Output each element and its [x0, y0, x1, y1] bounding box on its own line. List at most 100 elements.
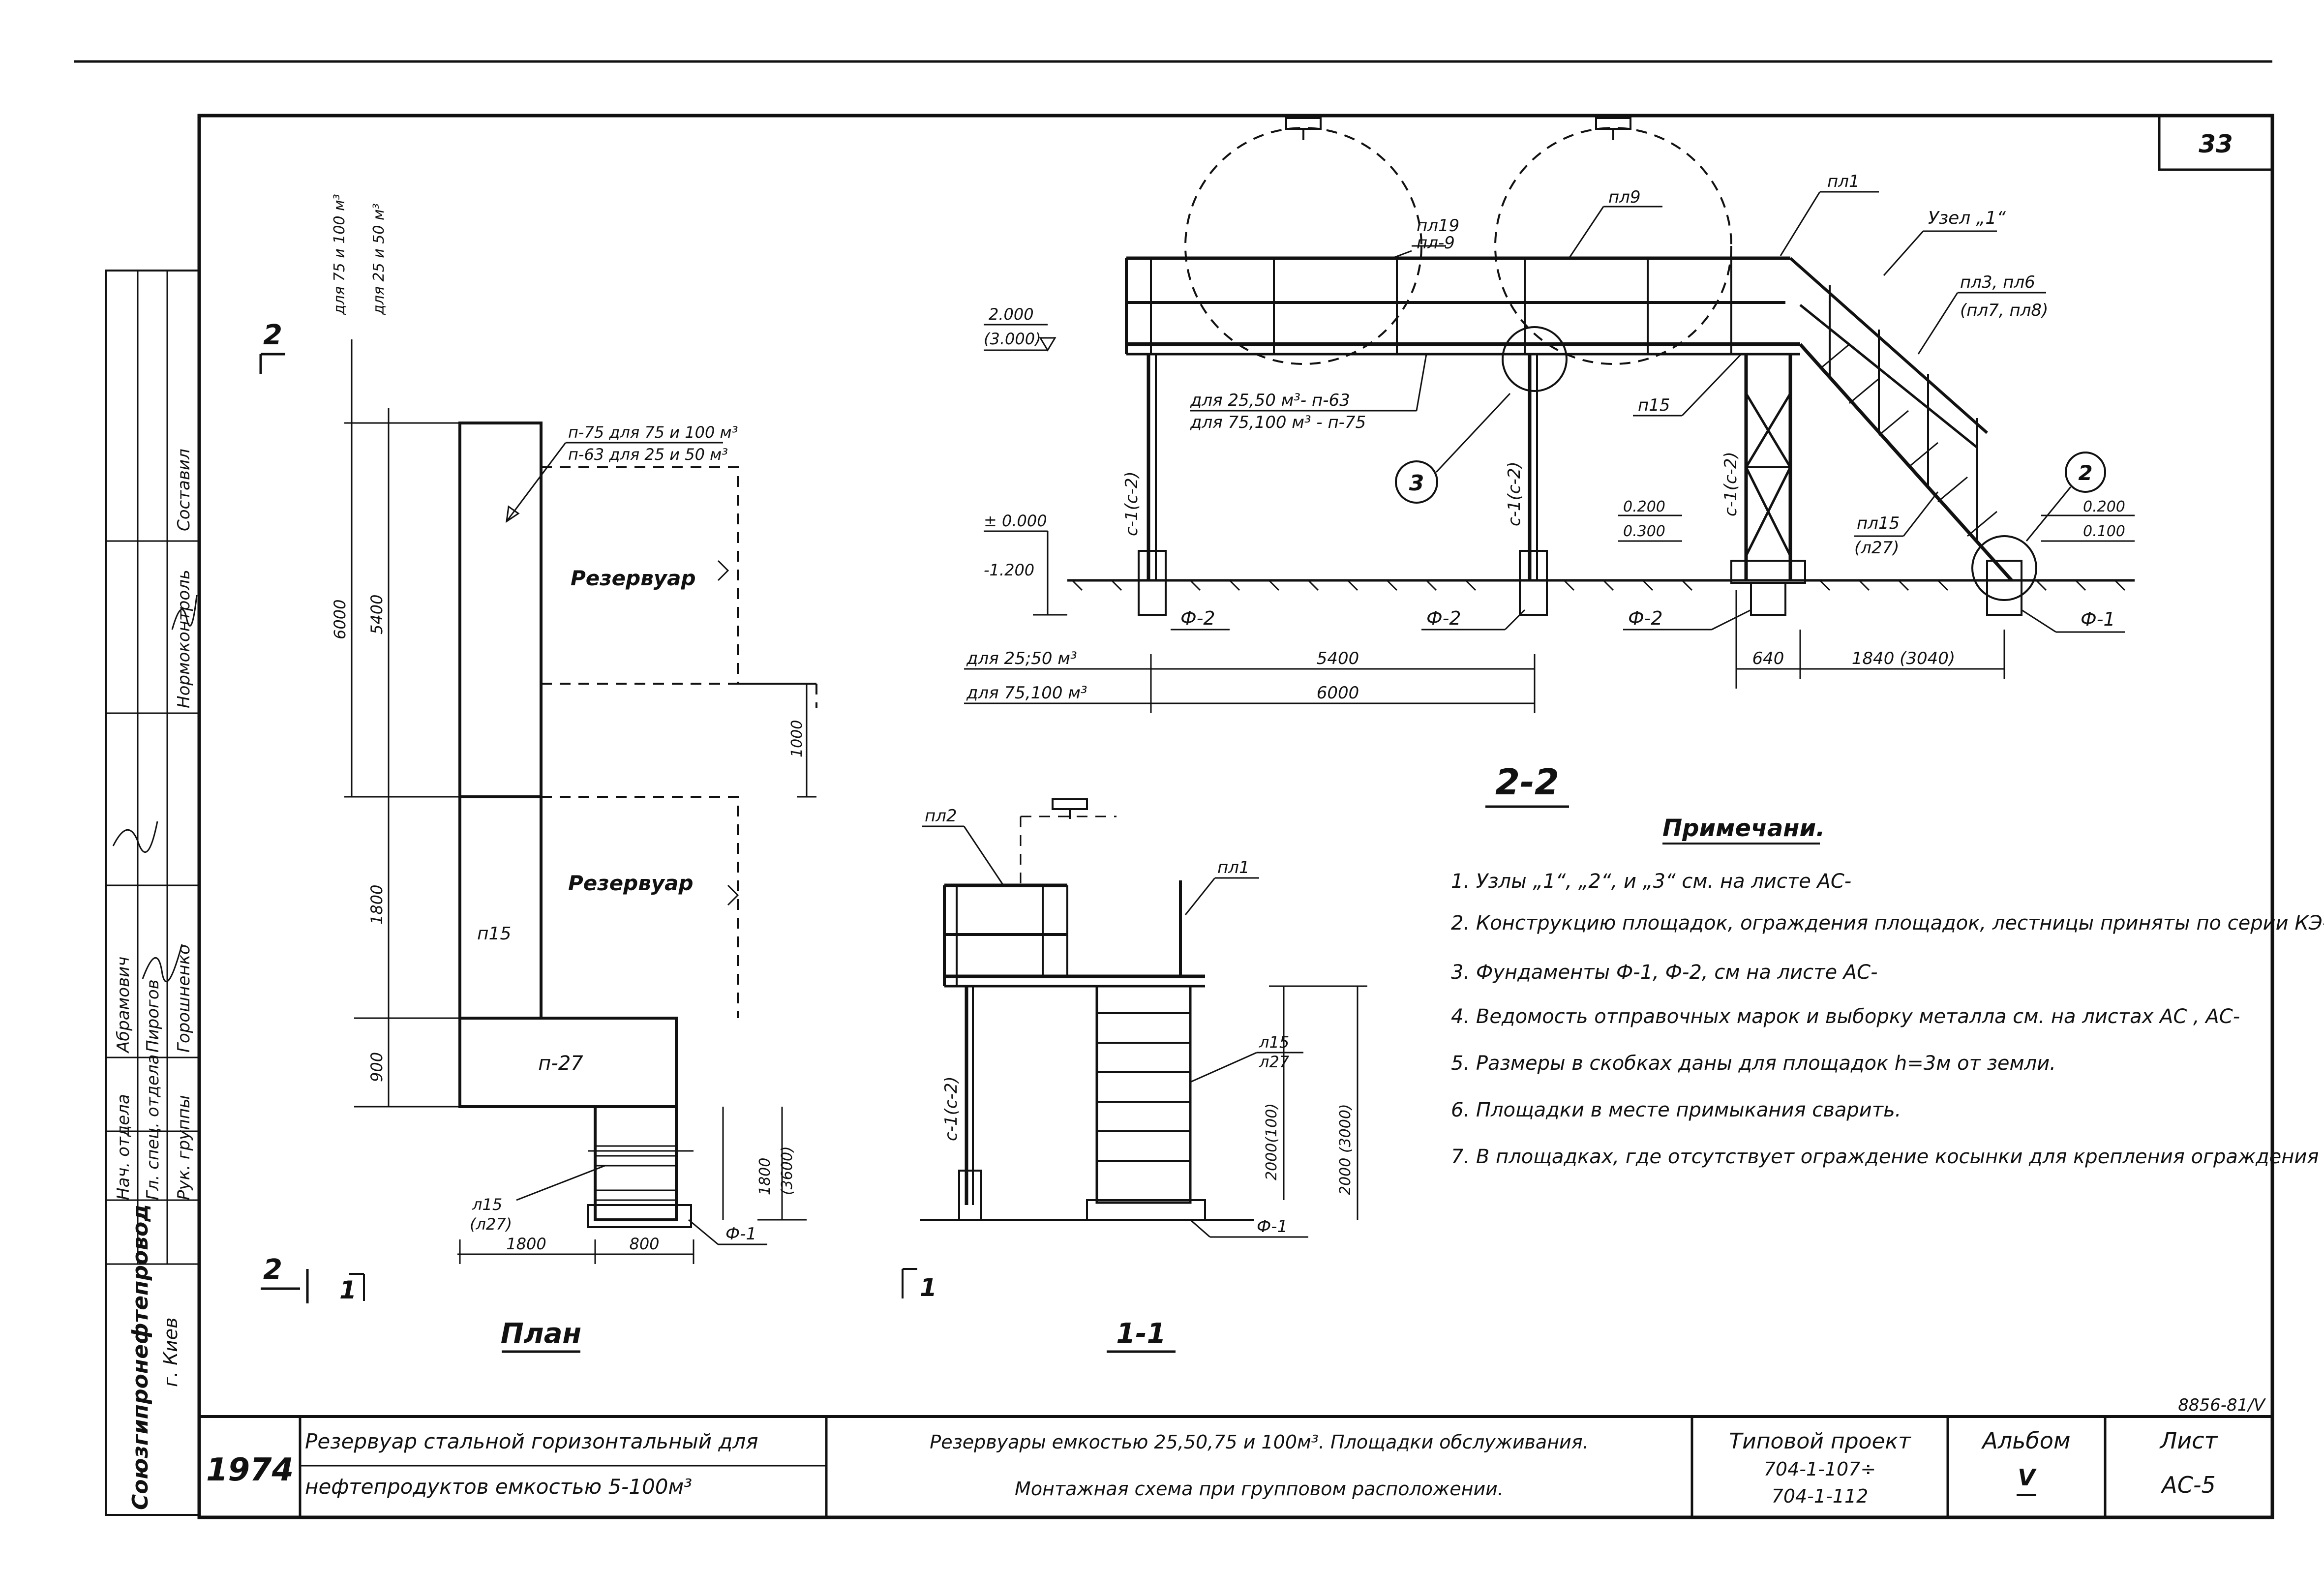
s11-pl1: пл1: [1217, 858, 1250, 877]
title-sheet-line1: Резервуары емкостью 25,50,75 и 100м³. Пл…: [930, 1431, 1588, 1453]
label-f1: Ф-1: [2081, 608, 2115, 630]
note-4: 4. Ведомость отправочных марок и выборку…: [1451, 1005, 2240, 1028]
level-mid-a: 0.200: [1623, 498, 1665, 515]
label-f2-b: Ф-2: [1426, 607, 1461, 629]
strip-name-1: Абрамович: [114, 957, 133, 1054]
plan-title: План: [501, 1318, 581, 1350]
level-right-b: 0.100: [2083, 523, 2125, 540]
plan-f1: Ф-1: [725, 1224, 756, 1244]
notes-block: Примечани. 1. Узлы „1“, „2“, и „3“ см. н…: [1451, 815, 2324, 1168]
s11-l15: л15: [1259, 1033, 1289, 1052]
plan-cut-mark-1: 1: [339, 1276, 357, 1304]
dim-row1-label: для 25;50 м³: [966, 649, 1077, 668]
note-7: 7. В площадках, где отсутствует огражден…: [1451, 1146, 2324, 1168]
strip-name-2: Пирогов: [143, 979, 163, 1053]
s11-f1: Ф-1: [1257, 1217, 1288, 1237]
plan-dim-stair: 1800: [756, 1158, 774, 1195]
plan-dim-5400: 5400: [367, 595, 386, 634]
label-pl7-pl8: (пл7, пл8): [1960, 301, 2048, 320]
tank-outline-2: [1494, 127, 1732, 365]
label-pl3-pl6: пл3, пл6: [1960, 272, 2035, 292]
node-circle-3: [1502, 326, 1568, 392]
plan-tank-label-2: Резервуар: [568, 871, 694, 895]
label-p15: п15: [1638, 395, 1670, 415]
plan-note-top-b: п-63 для 25 и 50 м³: [568, 445, 728, 464]
plan-platform-p27: [458, 1017, 678, 1108]
title-sheet-line2: Монтажная схема при групповом расположен…: [1015, 1478, 1504, 1500]
plan-dim-800: 800: [629, 1235, 659, 1253]
label-pl9: пл-9: [1417, 233, 1455, 253]
signature-1: [112, 821, 158, 853]
dim-1840: 1840 (3040): [1852, 649, 1955, 668]
label-col-left: с-1(с-2): [1122, 471, 1142, 536]
level-below: -1.200: [984, 561, 1034, 579]
label-p75: для 75,100 м³ - п-75: [1190, 413, 1366, 432]
plan-tank-label-1: Резервуар: [571, 566, 696, 590]
tank-outline-1: [1184, 127, 1422, 365]
sheet-number-box: [2158, 114, 2274, 171]
note-6: 6. Площадки в месте примыкания сварить.: [1451, 1099, 1901, 1121]
left-strip: Нач. отдела Гл. спец. отдела Рук. группы…: [105, 270, 200, 1516]
section-1-1: пл2 пл1 с-1(с-2) л15 л27 2000(100) 2000 …: [902, 798, 1367, 1353]
label-col-right: с-1(с-2): [1721, 452, 1741, 516]
strip-role-checked: Нормоконтроль: [174, 570, 194, 708]
dim-640: 640: [1752, 649, 1784, 668]
strip-role-1: Нач. отдела: [114, 1094, 133, 1200]
plan-view: для 75 и 100 м³ для 25 и 50 м³ 6000 5400…: [259, 194, 817, 1353]
s11-dim-3000: 2000 (3000): [1337, 1104, 1354, 1195]
plan-l27: (л27): [470, 1215, 512, 1234]
plan-dim-3600: (3600): [779, 1146, 796, 1195]
label-l27: (л27): [1854, 538, 1900, 558]
notes-heading: Примечани.: [1662, 815, 1825, 842]
drawing-frame: [197, 114, 2274, 1519]
s11-col: с-1(с-2): [941, 1076, 961, 1141]
plan-cut-mark-top: 2: [263, 319, 282, 351]
title-project-no1: 704-1-107÷: [1764, 1458, 1876, 1480]
strip-city: г. Киев: [160, 1317, 181, 1387]
label-pl9-a: пл9: [1608, 187, 1641, 207]
title-project-label: Типовой проект: [1729, 1429, 1911, 1454]
plan-cut-mark-bottom: 2: [263, 1254, 282, 1286]
title-block: 1974 Резервуар стальной горизонтальный д…: [199, 1395, 2272, 1517]
plan-dim-6000: 6000: [331, 600, 349, 639]
label-pl19: пл19: [1417, 216, 1459, 236]
s11-l27: л27: [1259, 1053, 1290, 1071]
node-2-label: 2: [2078, 461, 2092, 485]
node-3-label: 3: [1409, 471, 1424, 496]
signature-2: [142, 944, 183, 983]
level-top-alt: (3.000): [984, 330, 1041, 348]
plan-top-dim-b: для 25 и 50 м³: [370, 203, 388, 315]
label-pl1: пл1: [1827, 172, 1860, 191]
s11-cut-mark: 1: [920, 1273, 937, 1302]
level-mid-b: 0.300: [1623, 523, 1665, 540]
strip-role-2: Гл. спец. отдела: [143, 1055, 163, 1201]
node-circle-2: [1971, 535, 2037, 601]
title-sheet-value: АС-5: [2160, 1472, 2215, 1498]
note-2: 2. Конструкцию площадок, ограждения площ…: [1451, 912, 2324, 935]
label-pl15: пл15: [1857, 513, 1900, 533]
label-f2-a: Ф-2: [1180, 607, 1215, 629]
stair-stringer: [1799, 343, 2013, 582]
plan-dim-900: 900: [367, 1052, 386, 1082]
title-album-value: V: [2018, 1464, 2037, 1491]
label-f2-c: Ф-2: [1628, 607, 1663, 629]
section-2-2-title: 2-2: [1495, 761, 1559, 803]
plan-n15: п15: [477, 924, 511, 944]
plan-top-dim-a: для 75 и 100 м³: [331, 194, 348, 315]
level-zero: ± 0.000: [984, 512, 1047, 530]
s11-dim-2000: 2000(100): [1263, 1103, 1280, 1180]
title-sheet-label: Лист: [2159, 1427, 2218, 1454]
plan-stair: [594, 1105, 678, 1221]
sheet-number: 33: [2199, 130, 2233, 158]
title-object-name: Резервуар стальной горизонтальный для не…: [305, 1429, 758, 1499]
label-col-mid: с-1(с-2): [1505, 461, 1524, 526]
dim-row2-value: 6000: [1317, 683, 1359, 703]
note-5: 5. Размеры в скобках даны для площадок h…: [1451, 1052, 2056, 1075]
strip-organization: Союзгипронефтепровод: [128, 1204, 153, 1510]
s11-pl2: пл2: [925, 806, 957, 826]
plan-dim-1000: 1000: [788, 720, 806, 757]
level-top: 2.000: [989, 305, 1034, 324]
dim-row1-value: 5400: [1317, 649, 1359, 668]
plan-note-top-a: п-75 для 75 и 100 м³: [568, 423, 738, 442]
